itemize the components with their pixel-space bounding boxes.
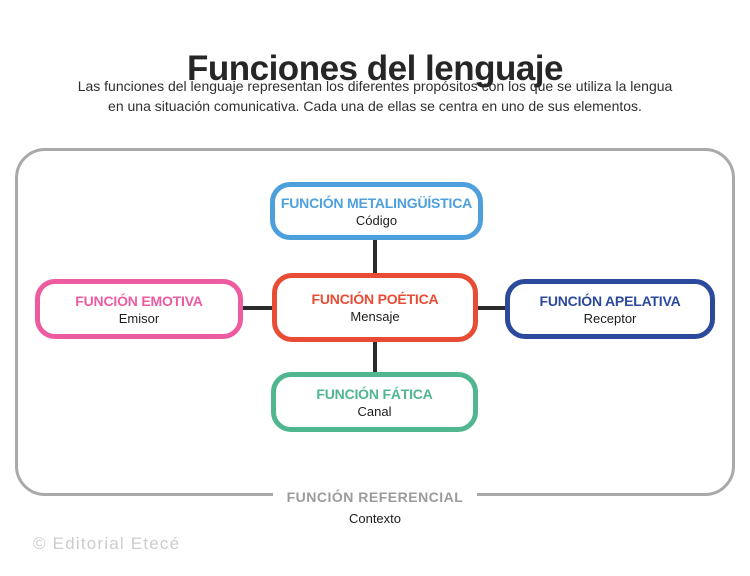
node-title: FUNCIÓN METALINGÜÍSTICA [280, 194, 473, 211]
connector-left-to-center [239, 306, 277, 310]
node-funcion-apelativa: FUNCIÓN APELATIVA Receptor [505, 279, 715, 339]
node-funcion-poetica: FUNCIÓN POÉTICA Mensaje [272, 273, 478, 342]
page-subtitle: Las funciones del lenguaje representan l… [0, 76, 750, 116]
frame-label-text: FUNCIÓN REFERENCIAL [272, 489, 478, 505]
watermark: © Editorial Etecé [33, 534, 181, 553]
node-subtitle: Receptor [583, 310, 637, 326]
node-title: FUNCIÓN FÁTICA [316, 385, 433, 402]
page-title: Funciones del lenguaje [186, 49, 564, 89]
node-subtitle: Canal [357, 403, 392, 419]
frame-label-funcion-referencial: FUNCIÓN REFERENCIAL [0, 489, 750, 507]
node-funcion-metalinguistica: FUNCIÓN METALINGÜÍSTICA Código [270, 182, 483, 240]
node-subtitle: Emisor [118, 310, 160, 326]
node-funcion-emotiva: FUNCIÓN EMOTIVA Emisor [35, 279, 243, 339]
connector-top-to-center [373, 238, 377, 278]
frame-sublabel-contexto: Contexto [348, 511, 402, 526]
node-title: FUNCIÓN POÉTICA [311, 291, 439, 307]
node-subtitle: Mensaje [350, 309, 400, 324]
node-subtitle: Código [355, 212, 398, 228]
node-funcion-fatica: FUNCIÓN FÁTICA Canal [271, 372, 478, 432]
node-title: FUNCIÓN APELATIVA [539, 292, 681, 309]
node-title: FUNCIÓN EMOTIVA [75, 292, 203, 309]
page-subtitle-line1: Las funciones del lenguaje representan l… [77, 78, 673, 94]
connector-center-to-right [474, 306, 510, 310]
page-subtitle-line2: en una situación comunicativa. Cada una … [108, 98, 642, 114]
connector-center-to-bottom [373, 338, 377, 376]
